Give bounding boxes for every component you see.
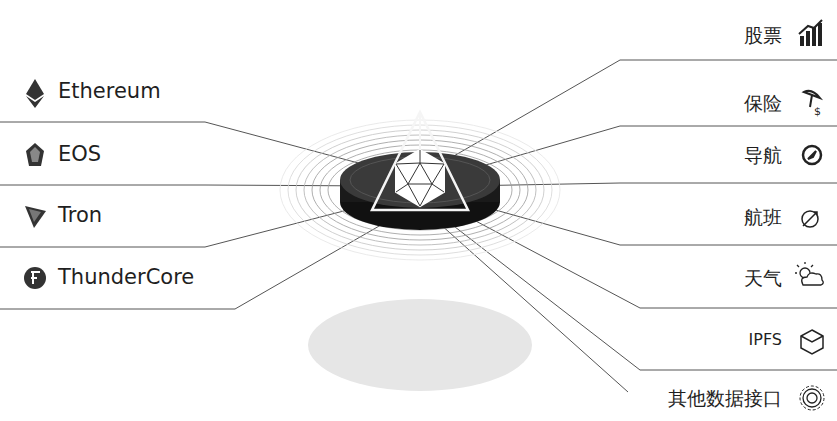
chain-name: EOS [58,142,101,167]
leader-lines [0,60,837,392]
data-source-name: 其他数据接口 [668,387,782,410]
data-source-name: 导航 [744,144,782,167]
data-source-name: 股票 [744,24,782,47]
data-source-name: 天气 [744,267,782,290]
chain-name: ThunderCore [58,265,194,290]
shadow [308,299,532,391]
data-source-name: 航班 [744,206,782,229]
chain-name: Ethereum [58,79,161,104]
chain-icons [24,79,46,289]
data-icons: $ [795,20,824,410]
data-source-name: 保险 [744,92,782,115]
data-source-name: IPFS [749,330,782,349]
oracle-logo [372,112,468,210]
svg-text:$: $ [814,105,821,118]
chain-name: Tron [58,203,102,228]
